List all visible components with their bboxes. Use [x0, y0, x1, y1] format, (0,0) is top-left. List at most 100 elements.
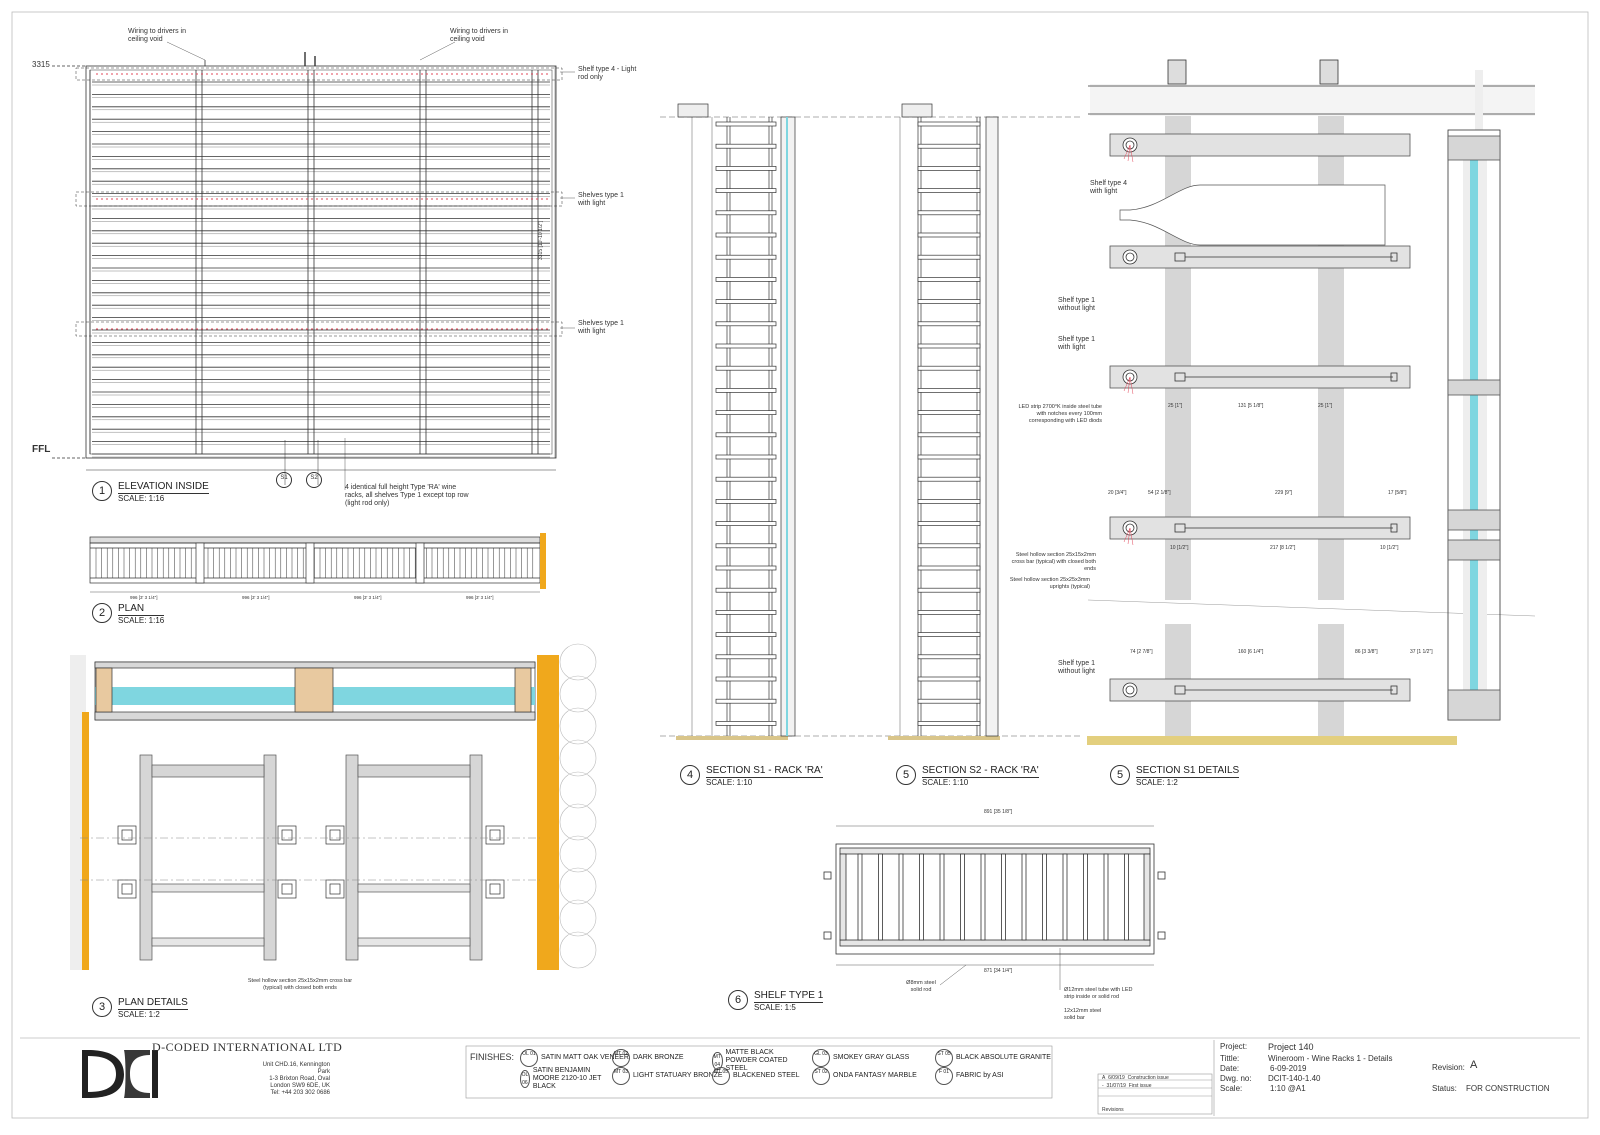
section-s2-rung [917, 365, 981, 371]
section-s2-rung [917, 166, 981, 171]
detail-tube [1390, 685, 1398, 695]
plan-upright [415, 542, 425, 584]
company-logo [82, 1050, 158, 1098]
plan-detail-hatch [559, 739, 597, 777]
section-s2-rung [917, 454, 981, 460]
section-s1-rung [715, 454, 777, 460]
led-ray [1129, 527, 1134, 546]
section-s2-rung [917, 521, 981, 526]
finish-text: SMOKEY GRAY GLASS [833, 1054, 910, 1061]
detail-tube [1390, 252, 1398, 262]
crossbar-note: Steel hollow section 25x15x2mm cross bar… [1011, 552, 1096, 572]
plan-detail-tube [117, 825, 137, 845]
plan-detail-tube-inner [281, 829, 293, 841]
finish-text: LIGHT STATUARY BRONZE [633, 1072, 723, 1079]
plan-detail-tube-inner [121, 829, 133, 841]
section-s2-rung [917, 410, 981, 415]
plan-details-view [70, 643, 597, 970]
dim: 10 [1/2"] [1170, 545, 1189, 551]
revision-date: 31/07/19 [1106, 1083, 1126, 1089]
section-details-view [1087, 59, 1536, 745]
section-s2-rung [917, 188, 981, 193]
detail-glass-frame [1447, 689, 1501, 721]
shelf-width-dim: 871 [34 1/4"] [984, 968, 1013, 974]
section-s1-rung [715, 698, 777, 704]
led-ray [1129, 376, 1134, 395]
plan-detail-post [469, 754, 483, 961]
dim: 54 [2 1/8"] [1148, 490, 1171, 496]
section-s2-rung [917, 499, 981, 504]
plan-detail-tube-inner [489, 883, 501, 895]
detail-shelf1-light-note: Shelf type 1 with light [1058, 336, 1095, 351]
section-s1-rung [715, 121, 777, 127]
elevation-note: 4 identical full height Type 'RA' wine r… [345, 484, 469, 507]
plan-detail-note: Steel hollow section 25x15x2mm cross bar… [247, 978, 353, 991]
finish-text: SATIN BENJAMIN MOORE 2120-10 JET BLACK [532, 1067, 602, 1090]
wiring-left-note: Wiring to drivers in ceiling void [128, 28, 186, 43]
dim: 229 [9"] [1275, 490, 1293, 496]
section-s2-rung [917, 343, 981, 349]
section-s1-rung [715, 587, 777, 593]
plan-detail-post [345, 754, 359, 961]
section-s1-rung [715, 432, 777, 438]
led-ray [1123, 527, 1131, 543]
top-level-label: 3315 [32, 60, 50, 69]
section-s2-rung [917, 121, 981, 127]
plan-detail-post [139, 754, 153, 961]
revision-desc: First issue [1128, 1083, 1152, 1089]
detail-shelf1-nolight2-note: Shelf type 1 without light [1058, 660, 1095, 675]
detail-rod-inner [1125, 252, 1135, 262]
section-s2-rung [917, 610, 981, 615]
plan-detail-tube [117, 879, 137, 899]
view-name: ELEVATION INSIDE [118, 481, 209, 494]
led-ray [1129, 144, 1134, 163]
section-s1-rung [715, 721, 777, 726]
plan-detail-tube [325, 879, 345, 899]
rod-note: Ø8mm steel solid rod [906, 980, 936, 993]
revision-id: A [1102, 1075, 1106, 1081]
section-s1-rung [715, 654, 777, 660]
title-label: Tittle: [1220, 1054, 1240, 1063]
finish-code: OL 06 [520, 1070, 530, 1088]
title-block [20, 1037, 1580, 1116]
plan-detail-tube [277, 825, 297, 845]
shelf-rod [1001, 853, 1006, 941]
dim: 74 [2 7/8"] [1130, 649, 1153, 655]
finish-code: F 01 [935, 1067, 953, 1085]
section-s1-rung [715, 543, 777, 549]
led-ray [1123, 376, 1131, 392]
shelf-rod [980, 853, 986, 941]
section-s1-rung [715, 188, 777, 193]
view-scale: SCALE: 1:10 [922, 778, 969, 787]
section-s2-rung [917, 299, 981, 304]
detail-glass-frame [1447, 379, 1501, 396]
detail-glass-frame [1447, 539, 1501, 561]
plan-detail-hatch [559, 643, 597, 681]
plan-detail-hatch [559, 771, 597, 809]
s2-marker: S2 [306, 472, 322, 488]
shelf-rod [960, 853, 965, 941]
dim: 37 [1 1/2"] [1410, 649, 1433, 655]
s1-marker: S1 [276, 472, 292, 488]
shelf-rod [1103, 853, 1109, 941]
dwg-value: DCIT-140-1.40 [1268, 1074, 1321, 1083]
revision-date: 6/09/19 [1108, 1075, 1125, 1081]
plan-detail-crossbar [357, 937, 471, 947]
section-s1-rung [715, 521, 777, 526]
title-value: Wineroom - Wine Racks 1 - Details [1268, 1054, 1393, 1063]
view-name: SECTION S2 - RACK 'RA' [922, 765, 1039, 778]
bar-note: 12x12mm steel solid bar [1064, 1008, 1102, 1021]
section-s1-rung [715, 166, 777, 171]
finish-code: ST 02 [812, 1067, 830, 1085]
plan-detail-tube [485, 825, 505, 845]
shelf-rod [878, 853, 883, 941]
plan-detail-tube-inner [489, 829, 501, 841]
view-name: PLAN [118, 603, 165, 616]
plan-detail-crossbar [357, 764, 471, 778]
section-s2-view [888, 103, 1000, 740]
plan-detail-post [263, 754, 277, 961]
detail-shelf-bar [1109, 133, 1411, 157]
